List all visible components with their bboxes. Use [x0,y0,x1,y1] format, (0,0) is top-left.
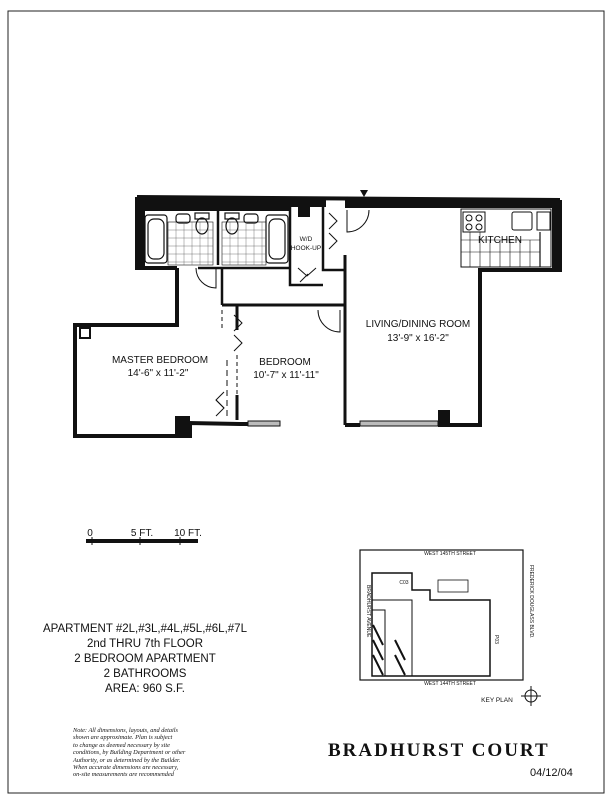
master-bedroom-size: 14'-6" x 11'-2" [128,368,189,379]
scale-bar [86,537,198,545]
disclaimer-note: Note: All dimensions, layouts, and detai… [73,727,233,779]
page-border [7,10,605,794]
note-line: shown are approximate. Plan is subject [73,734,173,742]
plan-solid-walls [79,197,560,436]
kitchen-counters [460,208,552,268]
note-line: Note: All dimensions, layouts, and detai… [73,727,179,734]
apartment-type: 2 BEDROOM APARTMENT [74,653,216,665]
scale-five: 5 FT. [131,528,153,539]
building-name: BRADHURST COURT [328,740,550,761]
key-plan-label-left: C03 [399,580,408,586]
apartment-info: APARTMENT #2L,#3L,#4L,#5L,#6L,#7L 2nd TH… [0,622,290,697]
key-plan [359,549,541,706]
scale-zero: 0 [87,528,93,539]
key-plan-label-right: P03 [493,635,499,644]
apartment-numbers: APARTMENT #2L,#3L,#4L,#5L,#6L,#7L [43,623,247,635]
key-plan-title: KEY PLAN [481,697,513,704]
key-plan-south-street: WEST 144TH STREET [424,681,476,687]
bathroom-fixtures [144,212,289,266]
bedroom-size: 10'-7" x 11'-11" [253,370,319,381]
doors [195,209,370,420]
bedroom-name: BEDROOM [259,357,311,368]
apartment-area: AREA: 960 S.F. [105,683,185,695]
key-plan-north-street: WEST 145TH STREET [424,551,476,557]
scale-ten: 10 FT. [174,528,202,539]
plan-date: 04/12/04 [530,767,573,779]
living-name: LIVING/DINING ROOM [366,319,470,330]
master-bedroom-name: MASTER BEDROOM [112,355,208,366]
kitchen-name: KITCHEN [478,235,522,246]
note-line: Authority, or as determined by the Build… [73,756,181,764]
note-line: on-site measurements are recommended [73,771,174,779]
key-plan-west-avenue: BRADHURST AVENUE [365,585,371,638]
tile-hatch [168,222,266,265]
key-plan-east-avenue: FREDERICK DOUGLASS BLVD. [528,565,534,639]
note-line: When accurate dimensions are necessary, [73,764,179,772]
living-size: 13'-9" x 16'-2" [387,333,449,344]
windows [247,420,439,427]
note-line: to change as deemed necessary by site [73,741,170,749]
apartment-bathrooms: 2 BATHROOMS [103,668,187,680]
entry-arrow-icon [360,190,368,197]
wd-hookup-label: HOOK-UP [291,245,321,252]
apartment-floors: 2nd THRU 7th FLOOR [86,638,204,650]
wd-label: W/D [300,236,313,243]
note-line: conditions, by Building Department or ot… [73,749,186,757]
